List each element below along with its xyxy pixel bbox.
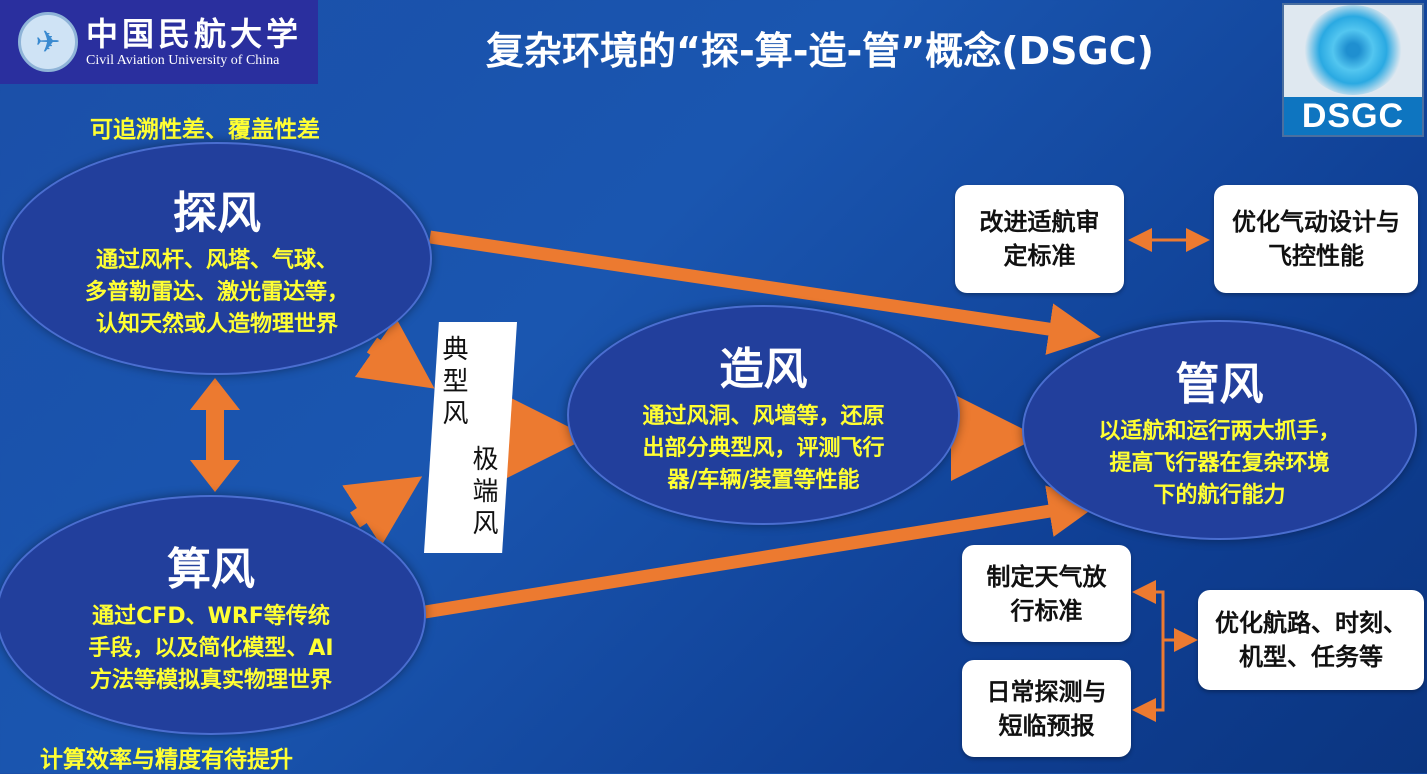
logo-name-cn: 中国民航大学 <box>86 15 303 53</box>
node-tanfeng: 探风 通过风杆、风塔、气球、 多普勒雷达、激光雷达等， 认知天然或人造物理世界 <box>2 142 432 375</box>
box-weather-release: 制定天气放行标准 <box>962 545 1131 642</box>
logo-name-en: Civil Aviation University of China <box>86 53 280 68</box>
box-route-opt: 优化航路、时刻、机型、任务等 <box>1198 590 1424 690</box>
node-desc-line: 下的航行能力 <box>1153 483 1286 508</box>
node-desc-line: 认知天然或人造物理世界 <box>95 311 338 337</box>
plane-seal-icon: ✈ <box>18 12 78 72</box>
node-desc-line: 通过风杆、风塔、气球、 <box>95 247 338 273</box>
arrow-tan-to-typical <box>354 317 435 389</box>
note-bottom: 计算效率与精度有待提升 <box>40 747 293 773</box>
university-logo: ✈ 中国民航大学 Civil Aviation University of Ch… <box>0 0 318 84</box>
node-desc-line: 通过CFD、WRF等传统 <box>92 604 330 629</box>
node-desc-line: 手段，以及简化模型、AI <box>88 636 334 661</box>
double-arrow-up-head <box>190 378 240 410</box>
node-title: 管风 <box>1175 359 1264 410</box>
bracket-line <box>1140 590 1165 712</box>
double-arrow-down-head <box>190 460 240 492</box>
note-top: 可追溯性差、覆盖性差 <box>90 117 320 143</box>
node-desc-line: 多普勒雷达、激光雷达等， <box>84 279 349 305</box>
dsgc-logo: DSGC <box>1282 3 1424 137</box>
node-desc-line: 以适航和运行两大抓手， <box>1098 419 1341 444</box>
box-airworthiness: 改进适航审定标准 <box>955 185 1124 293</box>
typical-wind-label: 典型风 <box>442 335 469 429</box>
node-guanfeng: 管风 以适航和运行两大抓手， 提高飞行器在复杂环境 下的航行能力 <box>1022 320 1417 540</box>
rong-watermark <box>1338 690 1408 770</box>
node-desc-line: 提高飞行器在复杂环境 <box>1109 451 1330 476</box>
arrow-suan-to-guan <box>423 485 1101 619</box>
node-zaofeng: 造风 通过风洞、风墙等，还原 出部分典型风，评测飞行 器/车辆/装置等性能 <box>567 305 960 525</box>
slide-title: 复杂环境的“探-算-造-管”概念(DSGC) <box>486 29 1154 73</box>
arrow-tan-to-guan <box>429 230 1101 355</box>
node-title: 造风 <box>719 344 808 395</box>
wind-types-box: 典型风 极端风 <box>424 322 517 553</box>
arrow-suan-to-typical <box>342 476 423 546</box>
node-desc-line: 出部分典型风，评测飞行 <box>642 436 885 461</box>
swirl-icon <box>1303 5 1403 95</box>
box-aero-design: 优化气动设计与飞控性能 <box>1214 185 1418 293</box>
node-desc-line: 方法等模拟真实物理世界 <box>89 668 332 693</box>
box-daily-detect: 日常探测与短临预报 <box>962 660 1131 757</box>
node-suanfeng: 算风 通过CFD、WRF等传统 手段，以及简化模型、AI 方法等模拟真实物理世界 <box>0 495 426 735</box>
node-desc-line: 器/车辆/装置等性能 <box>667 468 860 493</box>
node-title: 探风 <box>173 187 261 239</box>
dsgc-logo-text: DSGC <box>1284 97 1422 135</box>
node-desc-line: 通过风洞、风墙等，还原 <box>642 404 885 429</box>
extreme-wind-label: 极端风 <box>472 445 499 539</box>
node-title: 算风 <box>167 544 255 595</box>
